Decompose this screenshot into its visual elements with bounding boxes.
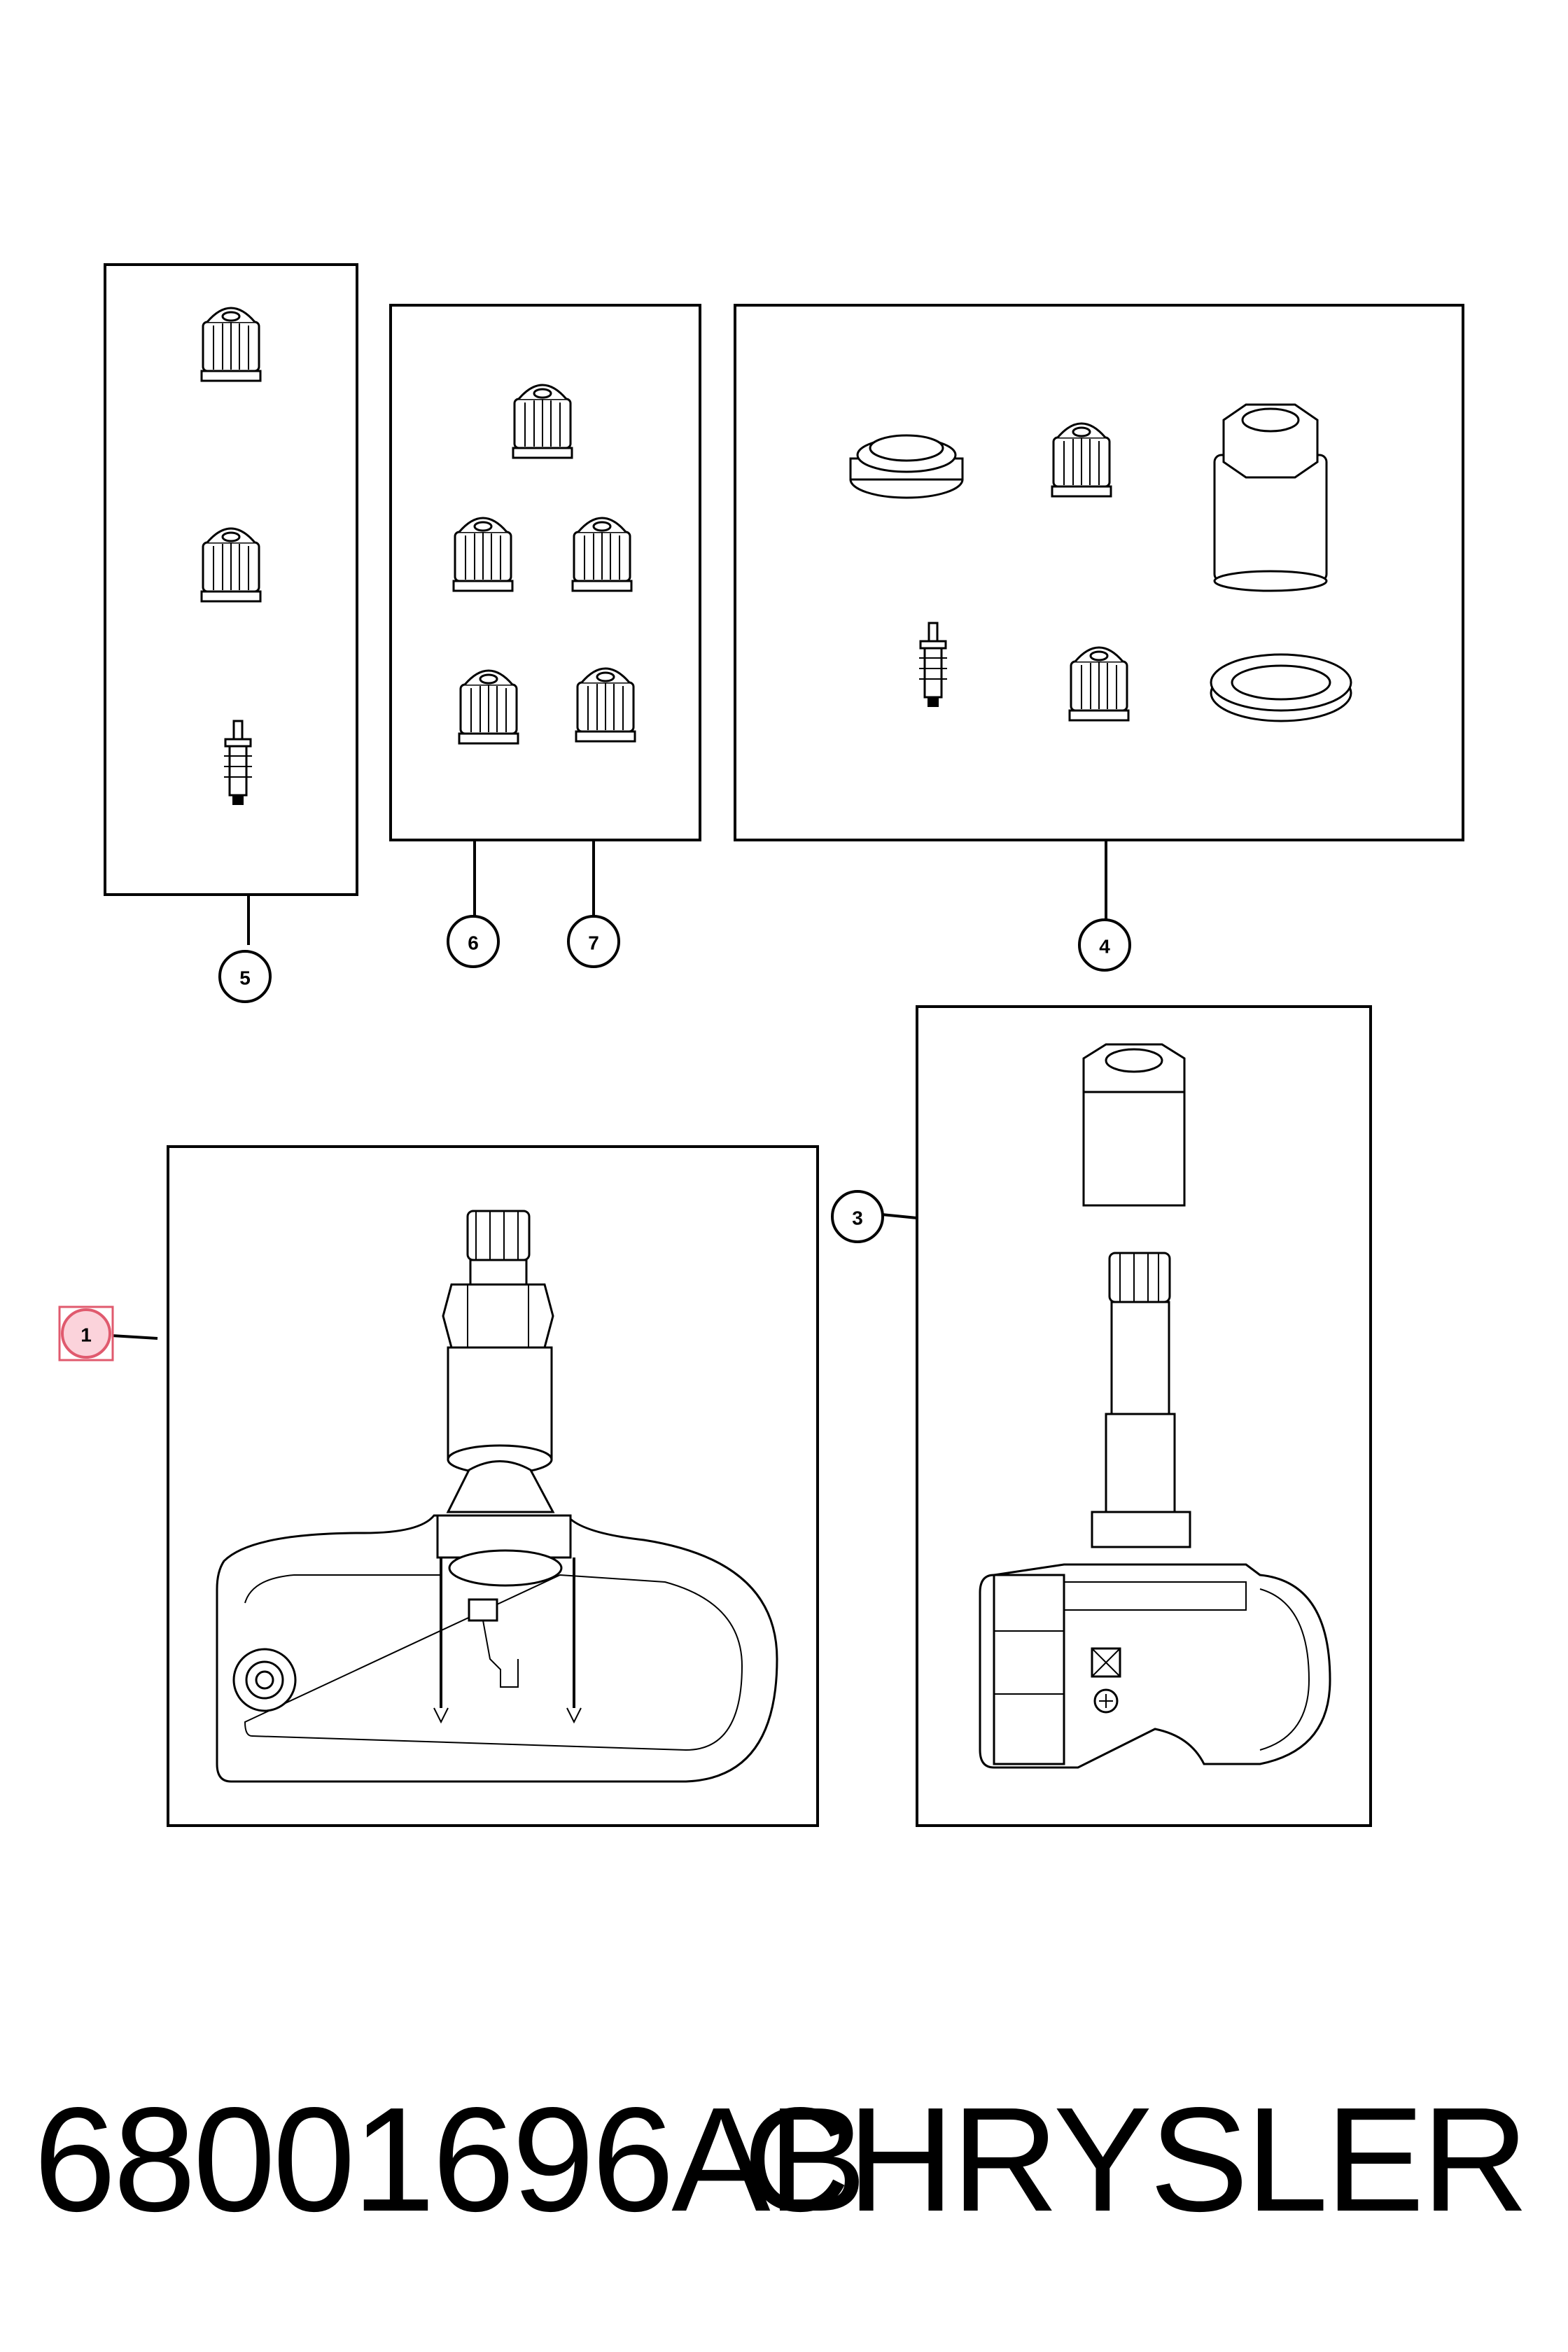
svg-text:3: 3	[852, 1208, 863, 1229]
brand-name: CHRYSLER	[743, 2076, 1529, 2242]
svg-text:4: 4	[1099, 936, 1110, 958]
part-number: 68001696AB	[34, 2076, 867, 2242]
callout-3[interactable]: 3	[831, 1190, 884, 1243]
svg-text:5: 5	[239, 967, 251, 989]
callout-7[interactable]: 7	[567, 915, 620, 968]
svg-text:1: 1	[80, 1324, 92, 1346]
kit-box-6-7	[389, 304, 701, 841]
sensor-box-1	[167, 1145, 819, 1827]
callout-1[interactable]: 1	[58, 1306, 114, 1362]
callout-4[interactable]: 4	[1078, 918, 1131, 972]
kit-box-5	[104, 263, 358, 896]
svg-text:6: 6	[468, 932, 479, 954]
sensor-box-3	[916, 1005, 1372, 1827]
callout-6[interactable]: 6	[447, 915, 500, 968]
kit-box-4	[734, 304, 1464, 841]
svg-text:7: 7	[588, 932, 599, 954]
callout-5[interactable]: 5	[218, 950, 272, 1003]
footer: 68001696AB CHRYSLER	[0, 2082, 1568, 2236]
